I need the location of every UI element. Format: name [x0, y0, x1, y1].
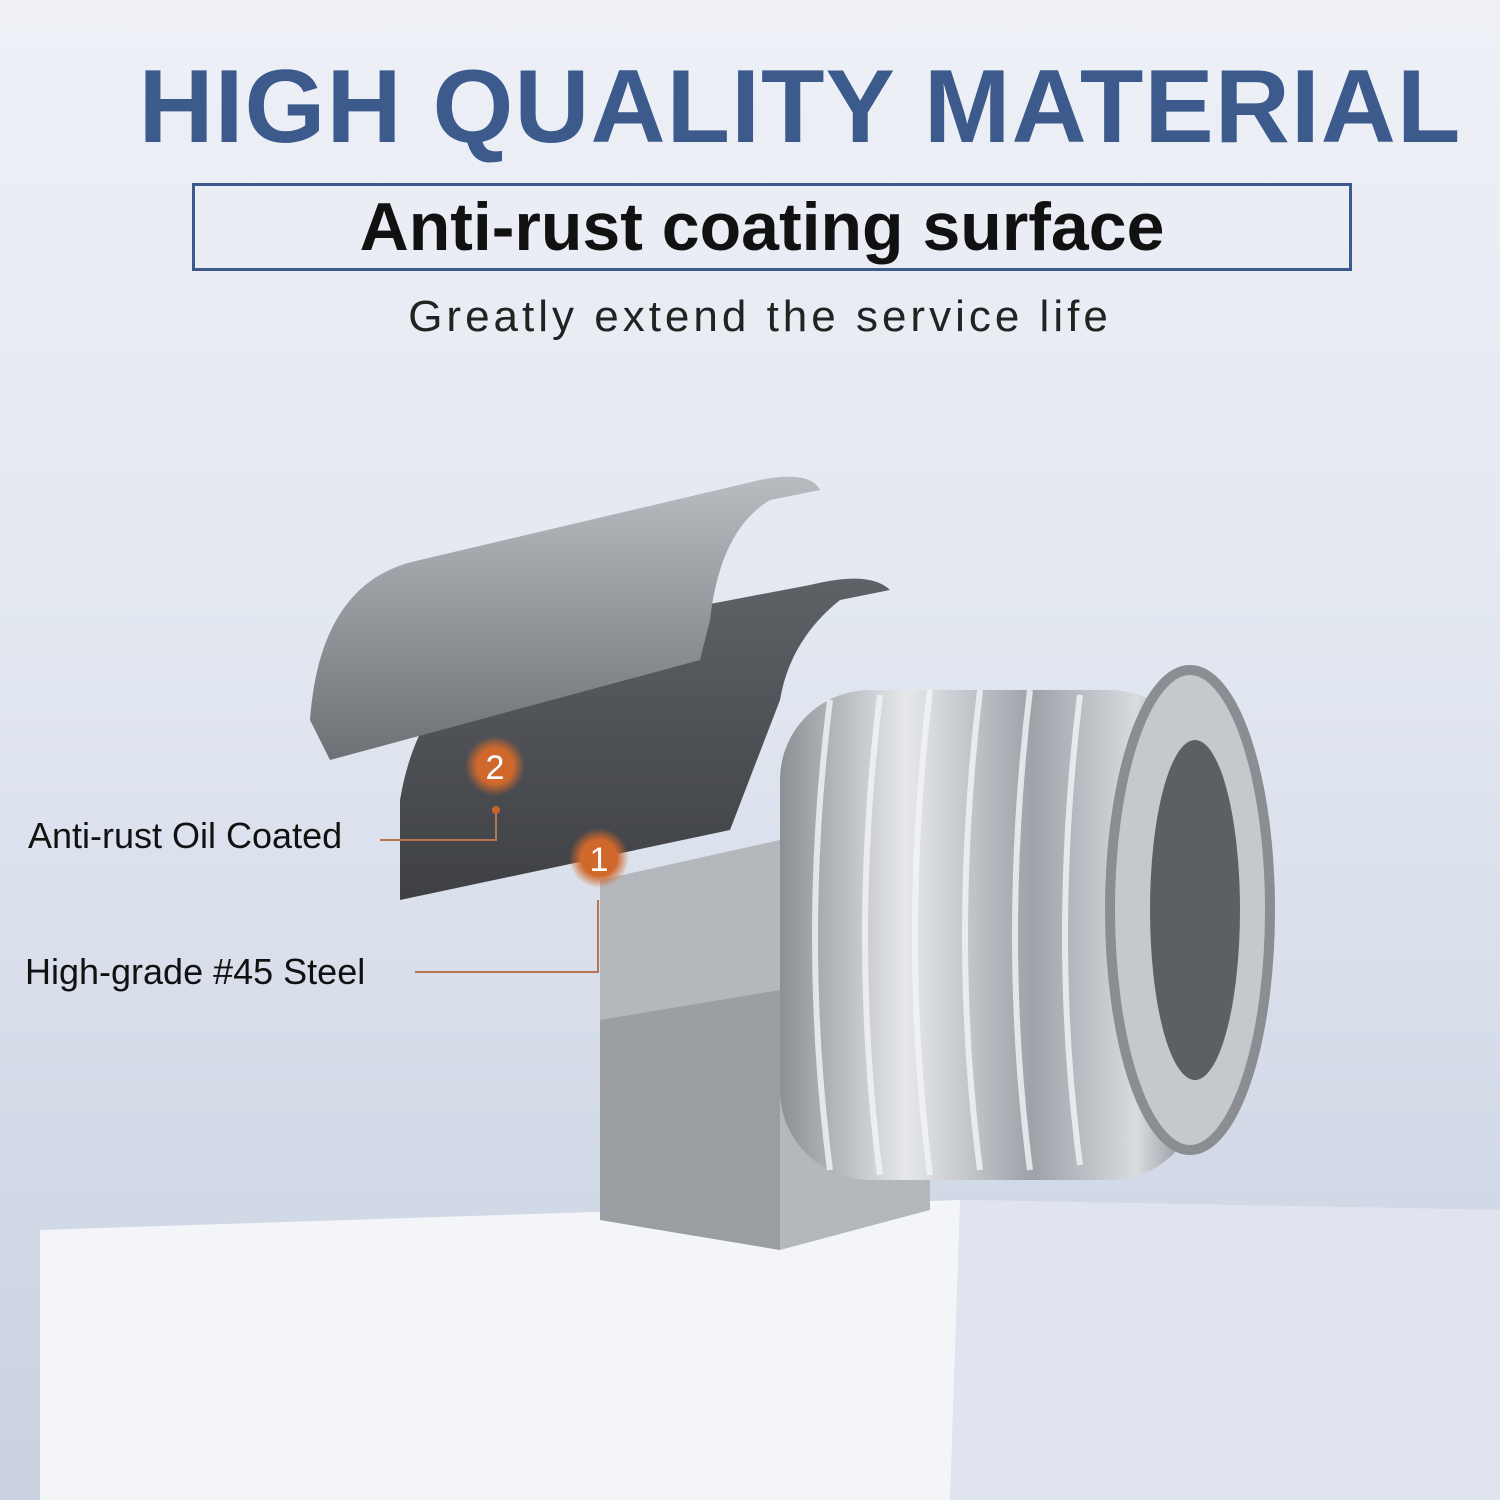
callout-label-steel: High-grade #45 Steel	[25, 951, 366, 992]
steel-layer	[310, 476, 820, 760]
page-title: HIGH QUALITY MATERIAL	[138, 49, 1462, 165]
callout-label-oil-coated: Anti-rust Oil Coated	[28, 815, 343, 856]
threaded-body	[780, 690, 1200, 1180]
tagline: Greatly extend the service life	[408, 292, 1112, 341]
subtitle: Anti-rust coating surface	[359, 189, 1165, 265]
callout-badge-1: 1	[590, 841, 609, 879]
subtitle-box: Anti-rust coating surface	[192, 183, 1352, 271]
callout-badge-2: 2	[486, 749, 505, 787]
